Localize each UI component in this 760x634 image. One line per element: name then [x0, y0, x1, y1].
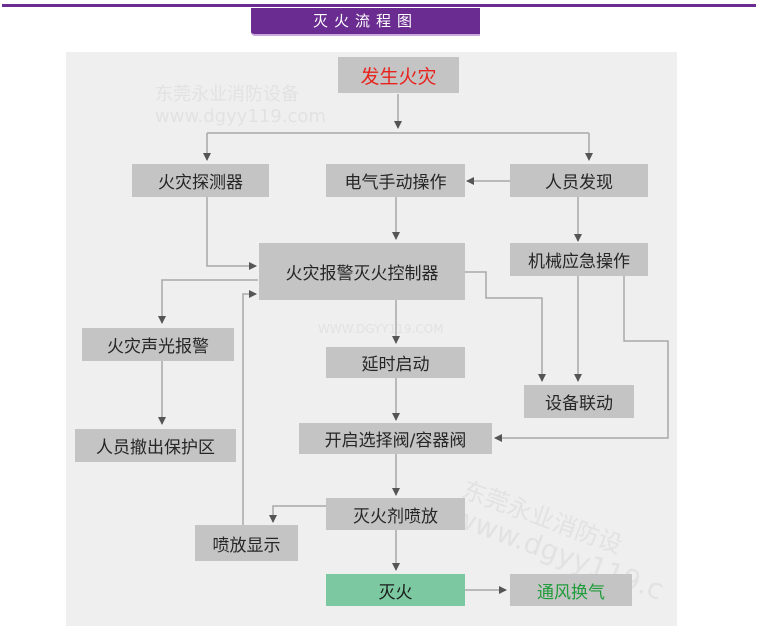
node-delay-start: 延时启动	[326, 347, 465, 378]
node-personnel-discover: 人员发现	[510, 164, 648, 197]
arrow-detector-to-controller	[206, 197, 257, 270]
page-title: 灭火流程图	[251, 8, 480, 36]
node-equipment-linkage: 设备联动	[524, 385, 634, 418]
arrow-controller-to-linkage	[465, 271, 546, 382]
arrow-display-to-controller	[242, 290, 257, 528]
header-rule	[2, 4, 756, 7]
node-extinguished: 灭火	[326, 574, 465, 606]
node-agent-release: 灭火剂喷放	[326, 498, 465, 530]
node-fire-detector: 火灾探测器	[132, 164, 269, 197]
node-fire-occurs: 发生火灾	[338, 57, 459, 93]
node-mechanical-emergency: 机械应急操作	[510, 243, 648, 276]
node-evacuate: 人员撤出保护区	[75, 429, 236, 462]
node-electric-manual: 电气手动操作	[326, 164, 465, 197]
arrow-controller-to-alarm	[158, 279, 258, 324]
node-release-display: 喷放显示	[195, 525, 298, 561]
node-ventilation: 通风换气	[510, 574, 632, 606]
arrow-mechanical-to-valve	[494, 276, 669, 442]
arrow-release-to-display	[269, 505, 326, 523]
node-controller: 火灾报警灭火控制器	[259, 243, 465, 300]
node-open-valve: 开启选择阀/容器阀	[299, 423, 492, 454]
node-sound-light-alarm: 火灾声光报警	[82, 328, 234, 361]
